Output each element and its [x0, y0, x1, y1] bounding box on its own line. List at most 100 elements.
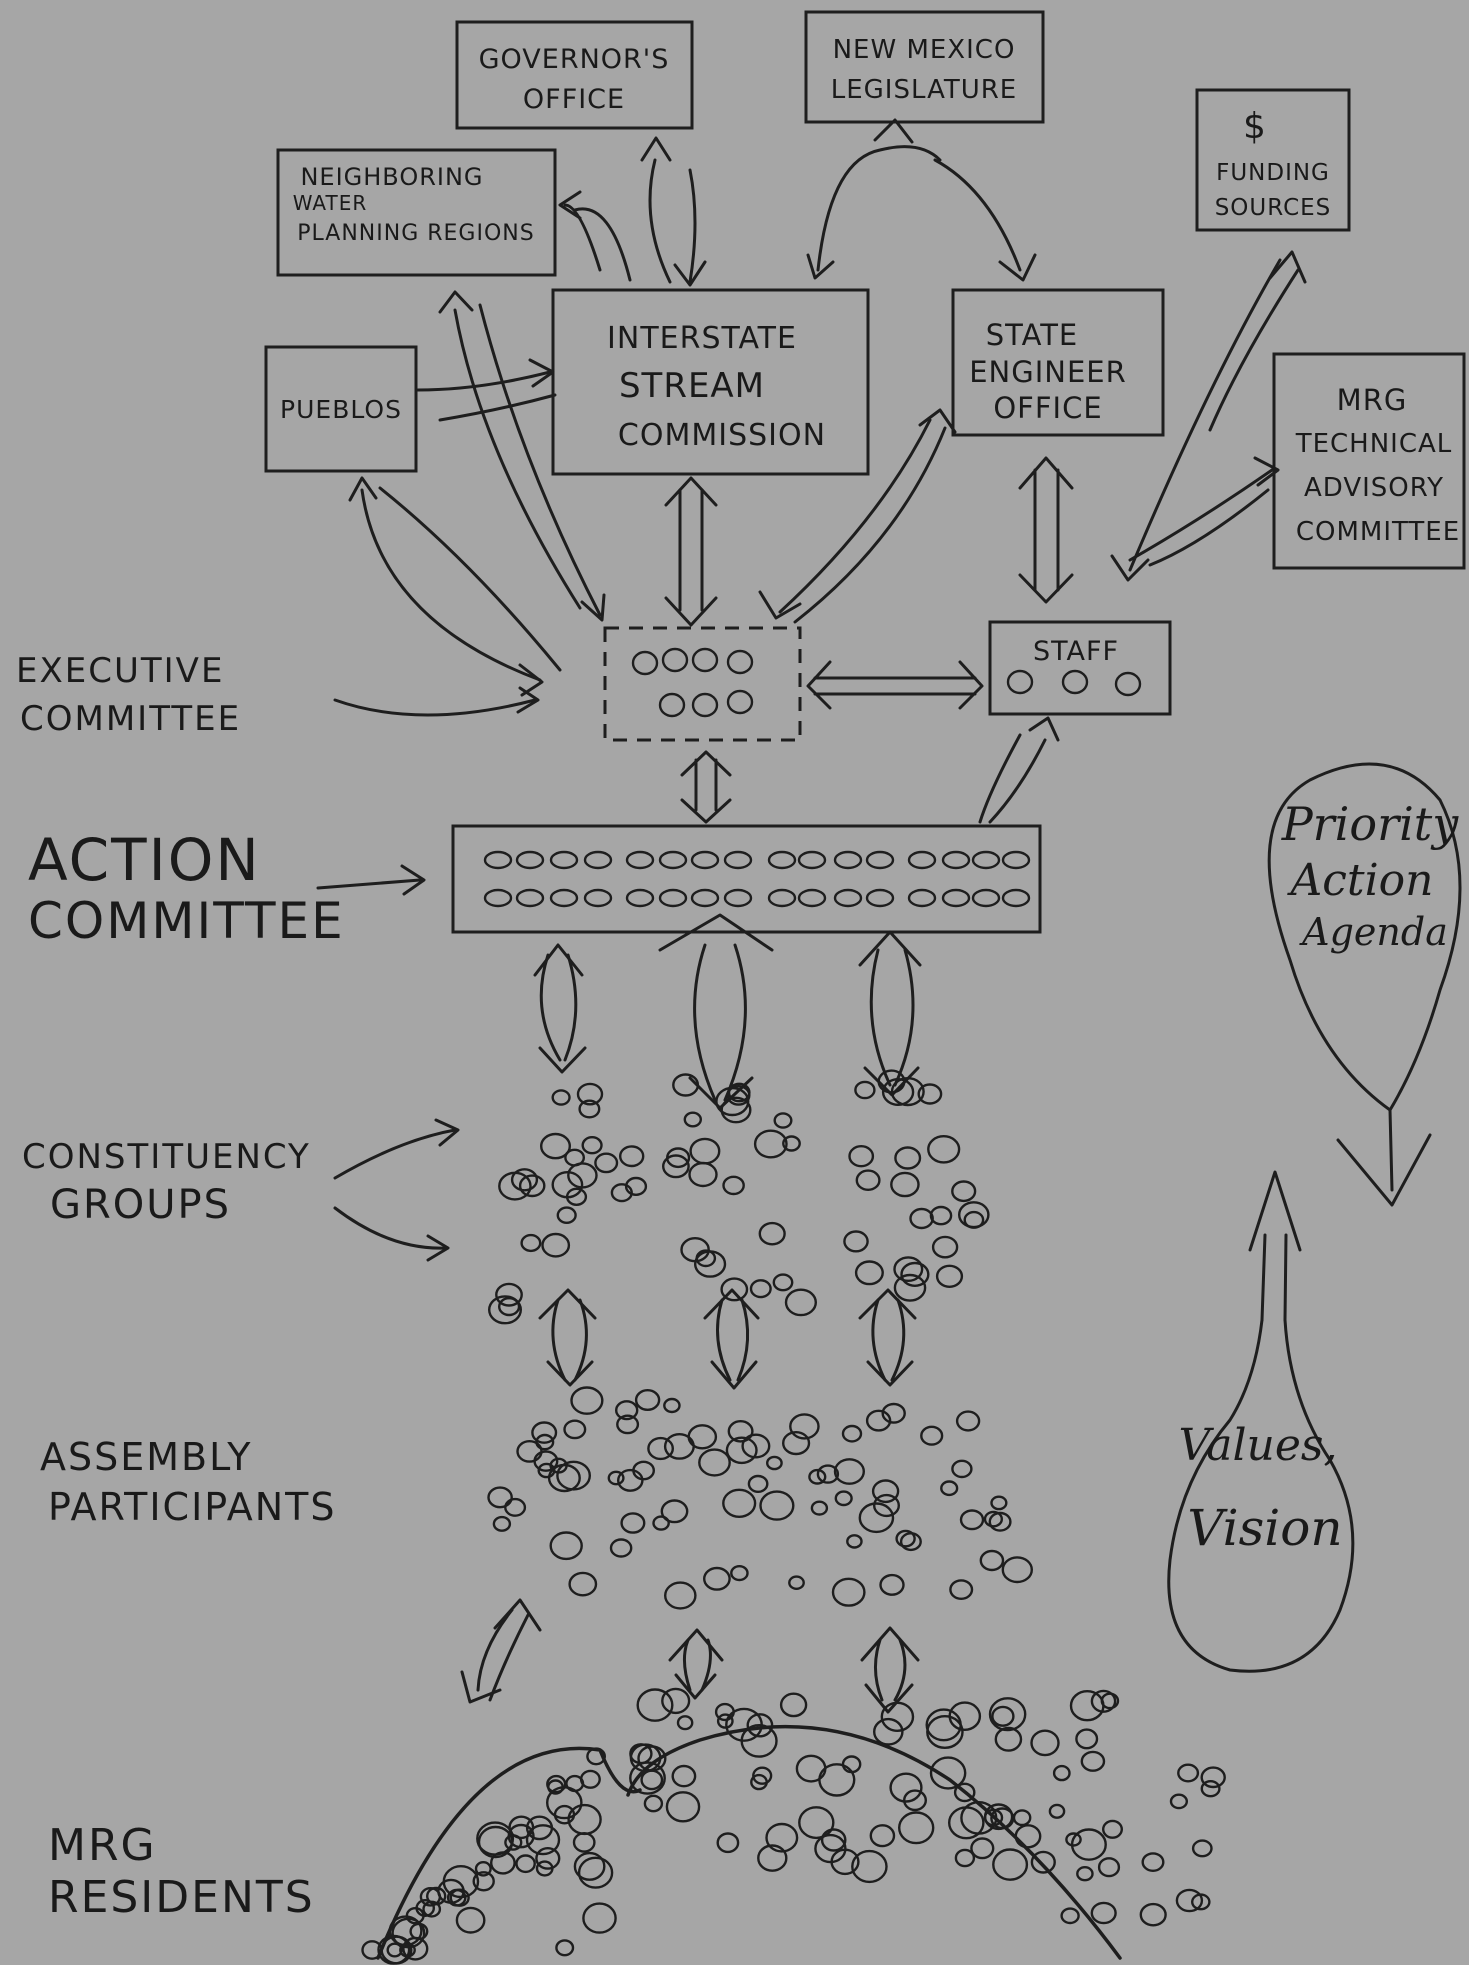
- priority-line1: Priority: [1281, 797, 1460, 851]
- mrg-resident: [898, 1811, 935, 1845]
- constituency-member: [581, 1135, 603, 1155]
- mrg-resident: [765, 1822, 799, 1853]
- mrg-resident: [525, 1824, 561, 1856]
- action-member: [723, 888, 753, 908]
- mrg-resident: [388, 1915, 423, 1947]
- mrg-resident: [640, 1769, 664, 1791]
- constituency-member: [726, 1085, 751, 1106]
- mrg-resident: [716, 1713, 734, 1729]
- assembly-participant: [634, 1388, 661, 1411]
- constituency-member: [753, 1129, 788, 1159]
- constituency-member: [551, 1170, 584, 1199]
- pueblos-box: PUEBLOS: [264, 345, 418, 473]
- assembly-participant: [808, 1468, 827, 1485]
- mrg-resident: [1060, 1907, 1080, 1925]
- assembly-participant: [979, 1549, 1005, 1572]
- constituency-member: [890, 1076, 925, 1107]
- assembly-participant: [816, 1464, 840, 1484]
- assembly-participant: [570, 1386, 604, 1415]
- assembly-participant: [766, 1455, 783, 1471]
- assembly-participant: [990, 1495, 1008, 1511]
- governors-office-line1: GOVERNOR'S: [479, 44, 670, 75]
- action-member: [549, 888, 579, 908]
- population-circles: [361, 1069, 1226, 1965]
- mrg-resident: [880, 1701, 915, 1733]
- assembly-participant: [568, 1571, 598, 1597]
- action-member: [907, 888, 937, 908]
- values-vision-balloon: Values, Vision: [1167, 1170, 1355, 1673]
- mrg-resident: [474, 1861, 492, 1877]
- assembly-participant: [865, 1409, 892, 1432]
- constituency-member: [893, 1256, 924, 1283]
- action-member: [971, 850, 1001, 870]
- executive-committee-label: EXECUTIVE COMMITTEE: [16, 651, 239, 739]
- constituency-member: [784, 1288, 817, 1317]
- constituency-member: [894, 1146, 922, 1170]
- action-member: [1001, 888, 1031, 908]
- governors-office-line2: OFFICE: [523, 84, 625, 115]
- mrg-resident: [507, 1823, 535, 1849]
- assembly-participant: [556, 1460, 591, 1491]
- mrg-resident: [991, 1705, 1015, 1727]
- mrg-resident: [929, 1756, 967, 1790]
- funding-line2: SOURCES: [1215, 195, 1332, 221]
- assembly-participant: [549, 1531, 583, 1561]
- mrg-resident: [572, 1832, 596, 1853]
- mrg-resident: [746, 1713, 774, 1738]
- mrg-resident: [798, 1806, 835, 1840]
- mrg-resident: [1030, 1850, 1056, 1874]
- assembly-participant: [663, 1397, 681, 1414]
- action-member: [865, 888, 895, 908]
- mrg-resident: [629, 1761, 666, 1795]
- assembly-participant: [833, 1458, 865, 1485]
- label-pointer-arrows: [316, 686, 540, 1262]
- mrg-resident: [1065, 1832, 1082, 1847]
- constituency-member: [722, 1175, 745, 1196]
- interstate-stream-commission-box: INTERSTATE STREAM COMMISSION: [551, 288, 870, 476]
- mrg-resident: [1048, 1803, 1066, 1819]
- constituency-member: [662, 1154, 690, 1179]
- constituency-member: [498, 1296, 521, 1317]
- mrg-resident: [472, 1871, 495, 1892]
- constituency-member: [540, 1132, 572, 1160]
- action-member: [833, 888, 863, 908]
- mrg-resident: [1169, 1793, 1189, 1810]
- constituency-member: [689, 1137, 721, 1165]
- action-committee-label: ACTION COMMITTEE: [28, 826, 343, 950]
- assembly-participant: [664, 1581, 697, 1610]
- constituency-label-line2: GROUPS: [50, 1182, 231, 1228]
- action-member: [797, 888, 827, 908]
- mrg-resident: [361, 1940, 383, 1960]
- assembly-participant: [983, 1510, 1003, 1528]
- funding-dollar-sign: $: [1243, 106, 1267, 147]
- action-member: [625, 850, 655, 870]
- mrg-resident: [455, 1906, 486, 1934]
- mrg-resident: [1200, 1779, 1221, 1798]
- mrg-tac-line4: COMMITTEE: [1296, 517, 1460, 547]
- assembly-participant: [609, 1538, 633, 1558]
- mrg-resident: [1200, 1766, 1226, 1789]
- assembly-participant: [949, 1579, 974, 1601]
- assembly-participant: [663, 1433, 695, 1460]
- mrg-resident: [716, 1832, 740, 1854]
- mrg-resident: [553, 1804, 576, 1825]
- mrg-resident: [1075, 1728, 1099, 1750]
- mrg-resident: [994, 1726, 1023, 1752]
- constituency-assembly-arrows: [538, 1288, 917, 1390]
- action-member: [583, 850, 613, 870]
- assembly-participant: [647, 1436, 674, 1461]
- constituency-member: [890, 1171, 920, 1198]
- mrg-resident: [579, 1769, 601, 1789]
- constituency-member: [683, 1111, 702, 1128]
- action-label-line1: ACTION: [28, 826, 261, 894]
- constituency-member: [917, 1083, 943, 1105]
- action-member: [549, 850, 579, 870]
- assembly-label-line1: ASSEMBLY: [40, 1435, 252, 1479]
- mrg-resident: [954, 1848, 976, 1868]
- mrg-residents-hill: [376, 1724, 1122, 1960]
- action-member: [797, 850, 827, 870]
- staff-member: [1061, 669, 1089, 695]
- constituency-member: [576, 1082, 604, 1106]
- assembly-participant: [788, 1575, 805, 1590]
